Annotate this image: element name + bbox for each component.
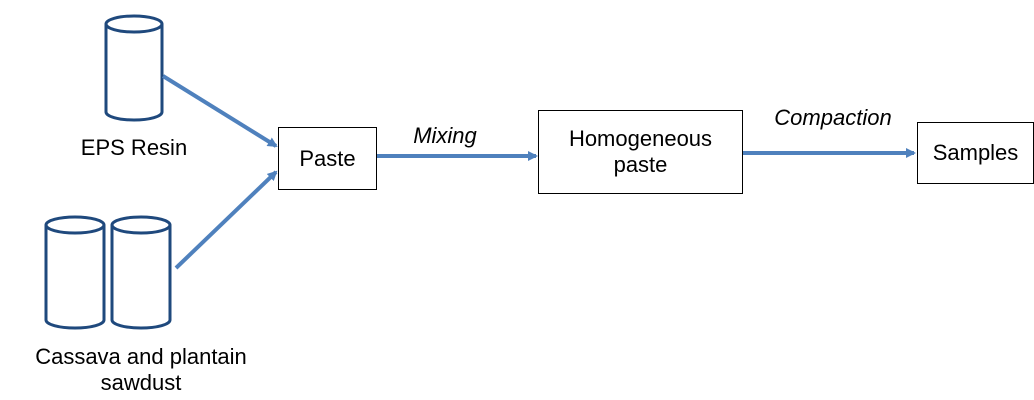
compaction-label: Compaction <box>774 105 892 130</box>
sawdust-label: Cassava and plantain sawdust <box>0 344 282 396</box>
plantain-sawdust-cylinder-icon <box>110 215 172 330</box>
samples-box: Samples <box>917 122 1034 184</box>
homogeneous-paste-label-line1: Homogeneous <box>568 126 713 151</box>
paste-box: Paste <box>278 127 377 190</box>
eps-resin-label: EPS Resin <box>80 135 188 160</box>
cassava-sawdust-cylinder-icon <box>44 215 106 330</box>
paste-label: Paste <box>299 145 356 171</box>
eps-to-paste-arrow <box>161 74 278 148</box>
sawdust-label-line2: sawdust <box>100 370 182 395</box>
eps-resin-cylinder-icon <box>104 14 164 122</box>
sawdust-label-line1: Cassava and plantain <box>35 344 247 369</box>
samples-label: Samples <box>932 140 1019 165</box>
sawdust-to-paste-arrow <box>174 170 278 270</box>
homogeneous-paste-label-line2: paste <box>613 152 668 177</box>
mixing-label: Mixing <box>413 123 477 148</box>
homogeneous-paste-box: Homogeneous paste <box>538 110 743 194</box>
